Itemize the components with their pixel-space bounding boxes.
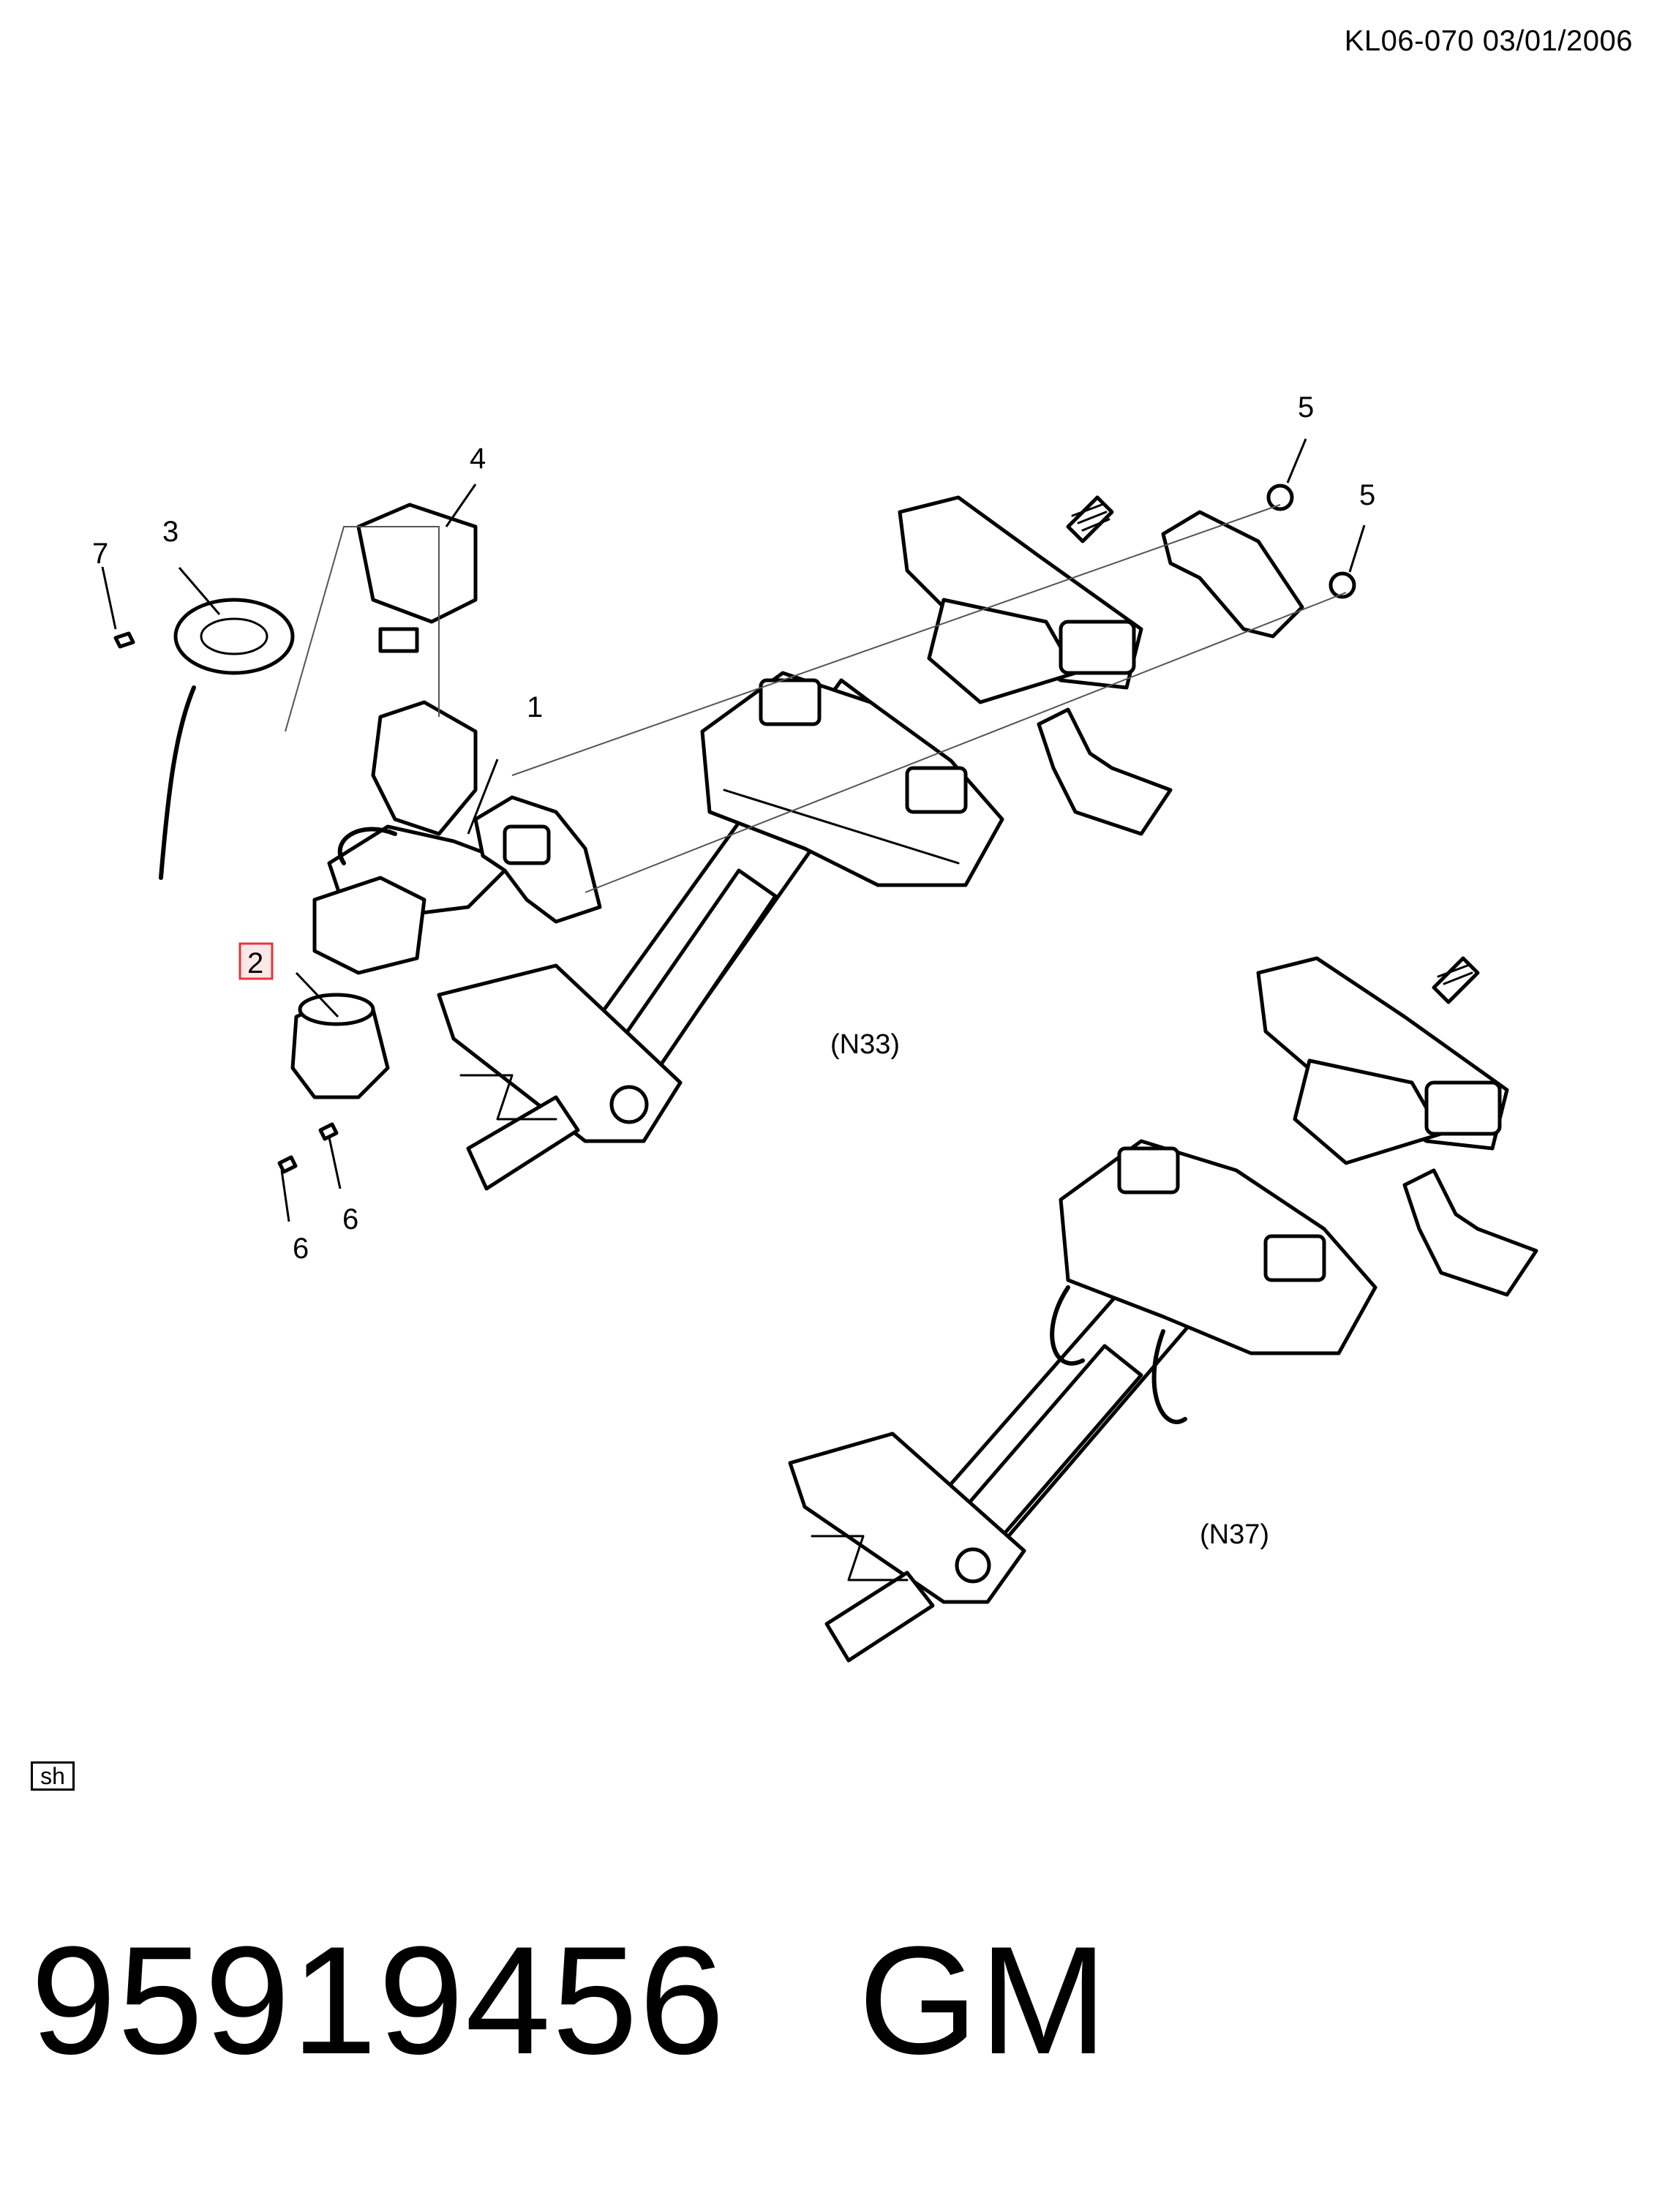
part-number: 95919456 — [31, 1914, 726, 2086]
part-4-module — [356, 503, 478, 624]
part-6-screw-a — [277, 1155, 298, 1174]
variant-label-n37: (N37) — [1200, 1519, 1269, 1550]
callout-5-lower: 5 — [1359, 479, 1375, 511]
steering-column-exploded-diagram: 1 2 3 4 5 5 6 6 7 (N33) (N37) — [92, 391, 1538, 1663]
callout-5-upper: 5 — [1298, 391, 1314, 424]
sheet-tag: sh — [31, 1761, 75, 1791]
part-5-nut-b — [1328, 571, 1356, 599]
ignition-switch-assembly — [113, 484, 1356, 1174]
part-number-footer: 95919456 GM — [31, 1924, 1109, 2077]
part-5-nut-a — [1266, 484, 1294, 511]
leader-lines — [101, 438, 1366, 1222]
part-7-screw — [113, 631, 135, 649]
callout-4: 4 — [470, 443, 486, 475]
brand-name: GM — [858, 1914, 1109, 2086]
part-3-wire — [159, 685, 196, 880]
callout-1: 1 — [527, 691, 543, 723]
callout-2: 2 — [247, 947, 263, 979]
steering-column-assembly-n33 — [437, 495, 1304, 1191]
part-1-housing — [371, 700, 478, 836]
steering-column-assembly-n37 — [788, 956, 1538, 1663]
diagram-reference-date: KL06-070 03/01/2006 — [1344, 25, 1633, 57]
callout-7: 7 — [92, 538, 108, 570]
variant-label-n33: (N33) — [830, 1029, 900, 1060]
callout-6-left: 6 — [293, 1233, 309, 1265]
part-3-transponder-ring — [173, 598, 295, 675]
callout-2-highlight-box — [238, 942, 274, 980]
part-6-screw-b — [318, 1122, 339, 1141]
callout-3: 3 — [162, 516, 178, 548]
callout-6-right: 6 — [342, 1203, 358, 1235]
callouts: 1 2 3 4 5 5 6 6 7 (N33) (N37) — [92, 391, 1375, 1550]
